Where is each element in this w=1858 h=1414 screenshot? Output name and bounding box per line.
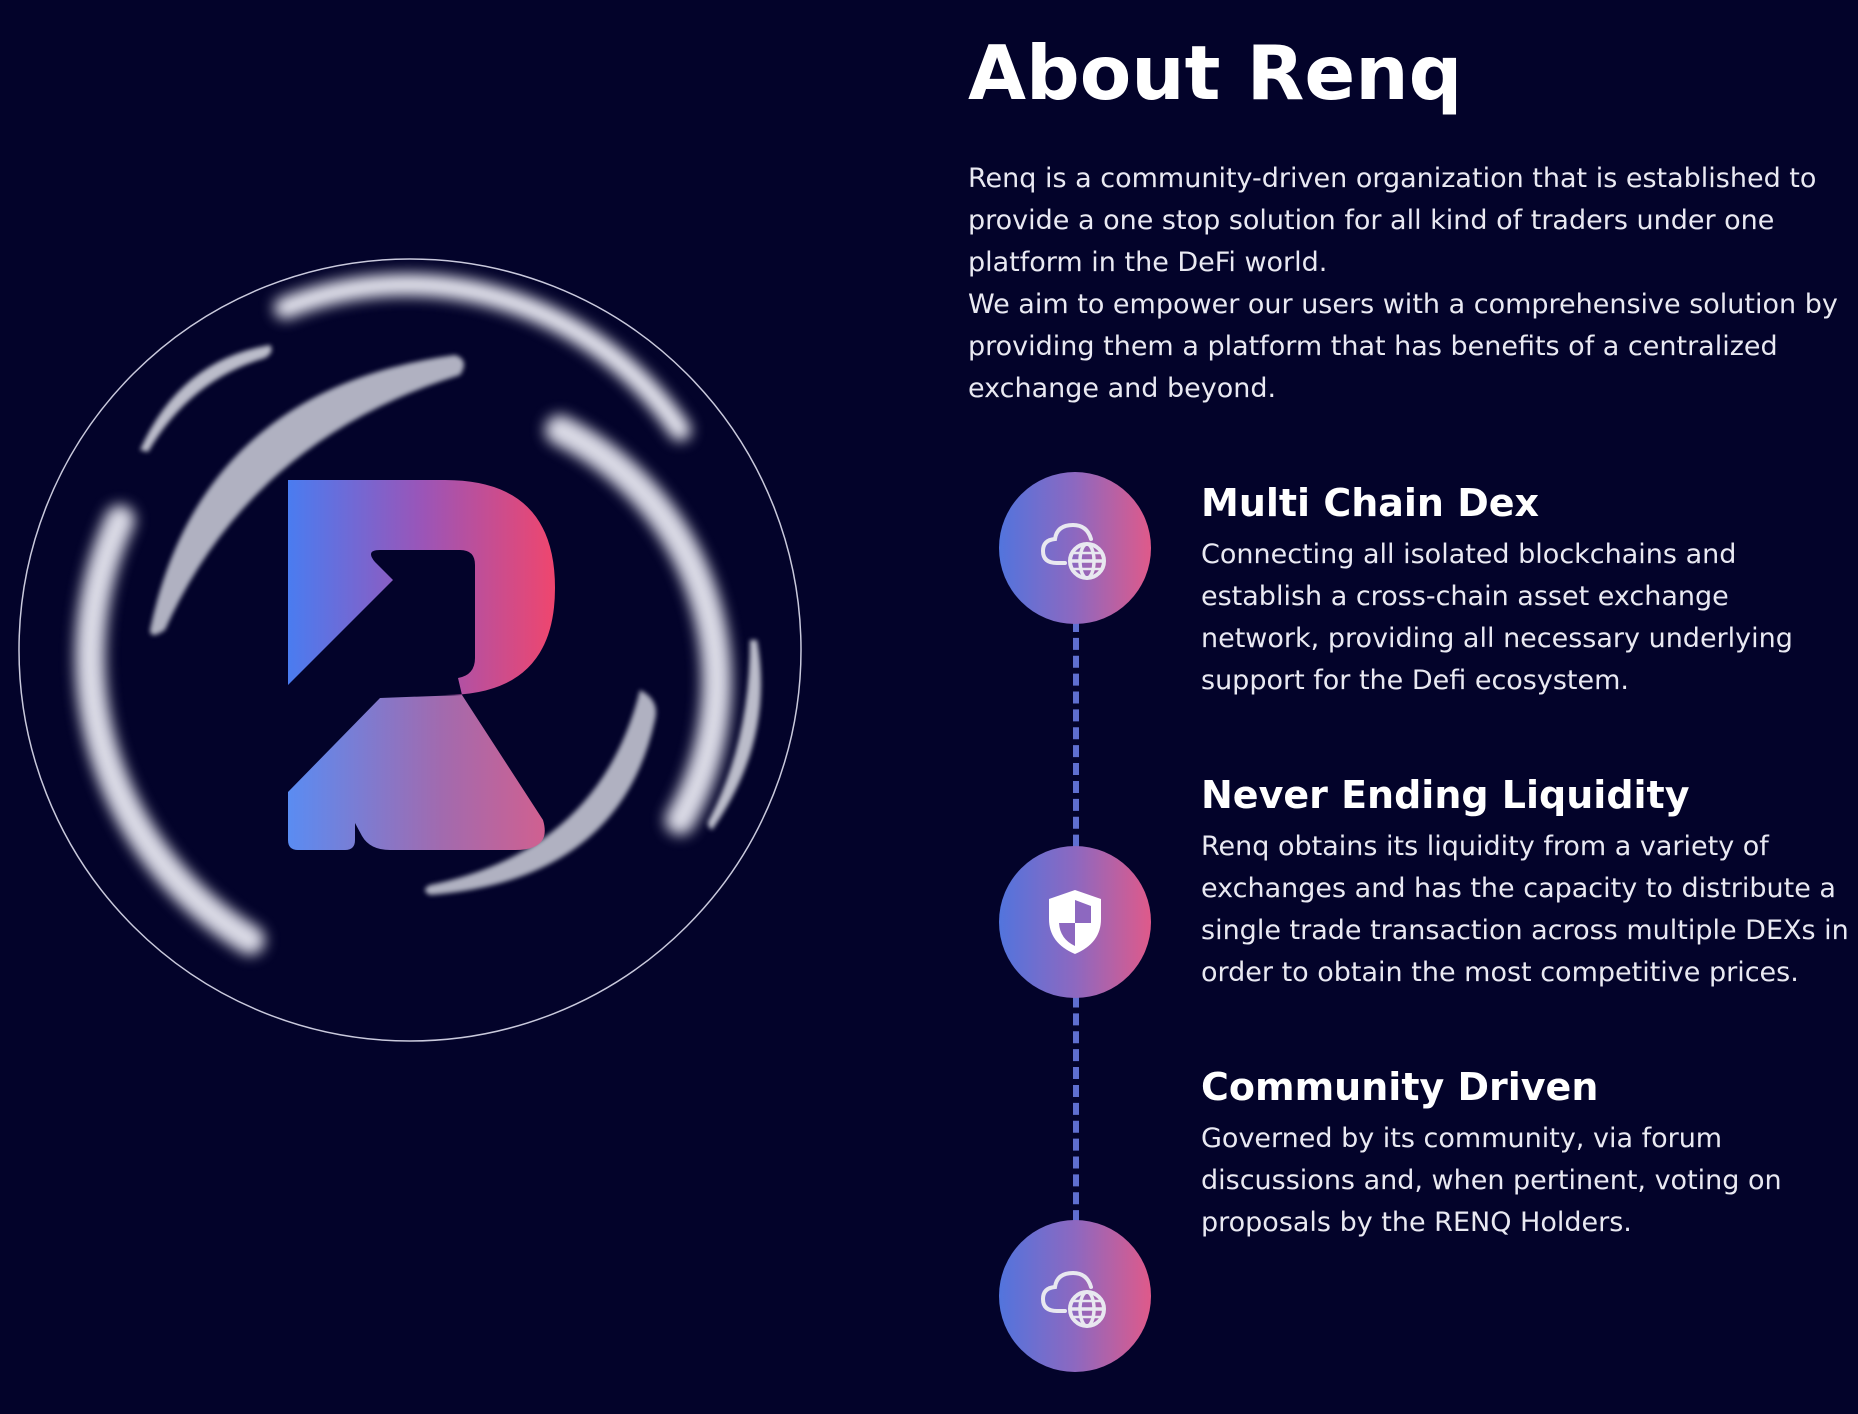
ring-crescents <box>140 345 761 895</box>
feature-icon-badge <box>999 846 1151 998</box>
cloud-globe-icon <box>1040 522 1106 580</box>
feature-description: Connecting all isolated blockchains and … <box>1201 539 1793 696</box>
page-title: About Renq <box>968 29 1463 117</box>
feature-title-multi-chain-dex: Multi Chain Dex <box>1201 481 1540 525</box>
feature-description: Governed by its community, via forum dis… <box>1201 1123 1782 1238</box>
feature-icon-badge <box>999 1220 1151 1372</box>
cloud-globe-icon <box>1040 1270 1106 1328</box>
intro-paragraph: We aim to empower our users with a compr… <box>968 289 1838 404</box>
r-letter-top <box>288 480 555 695</box>
r-letter-bottom <box>288 695 545 850</box>
ring-glow <box>75 273 732 955</box>
feature-title-never-ending-liquidity: Never Ending Liquidity <box>1201 773 1690 817</box>
renq-logo-graphic <box>18 258 802 1042</box>
feature-icon-badge <box>999 472 1151 624</box>
renq-logo <box>0 240 840 1080</box>
ring-outline <box>18 258 802 1042</box>
feature-description: Renq obtains its liquidity from a variet… <box>1201 831 1849 988</box>
shield-icon <box>1049 890 1101 954</box>
intro-paragraph: Renq is a community-driven organization … <box>968 163 1817 278</box>
feature-title-community-driven: Community Driven <box>1201 1065 1599 1109</box>
